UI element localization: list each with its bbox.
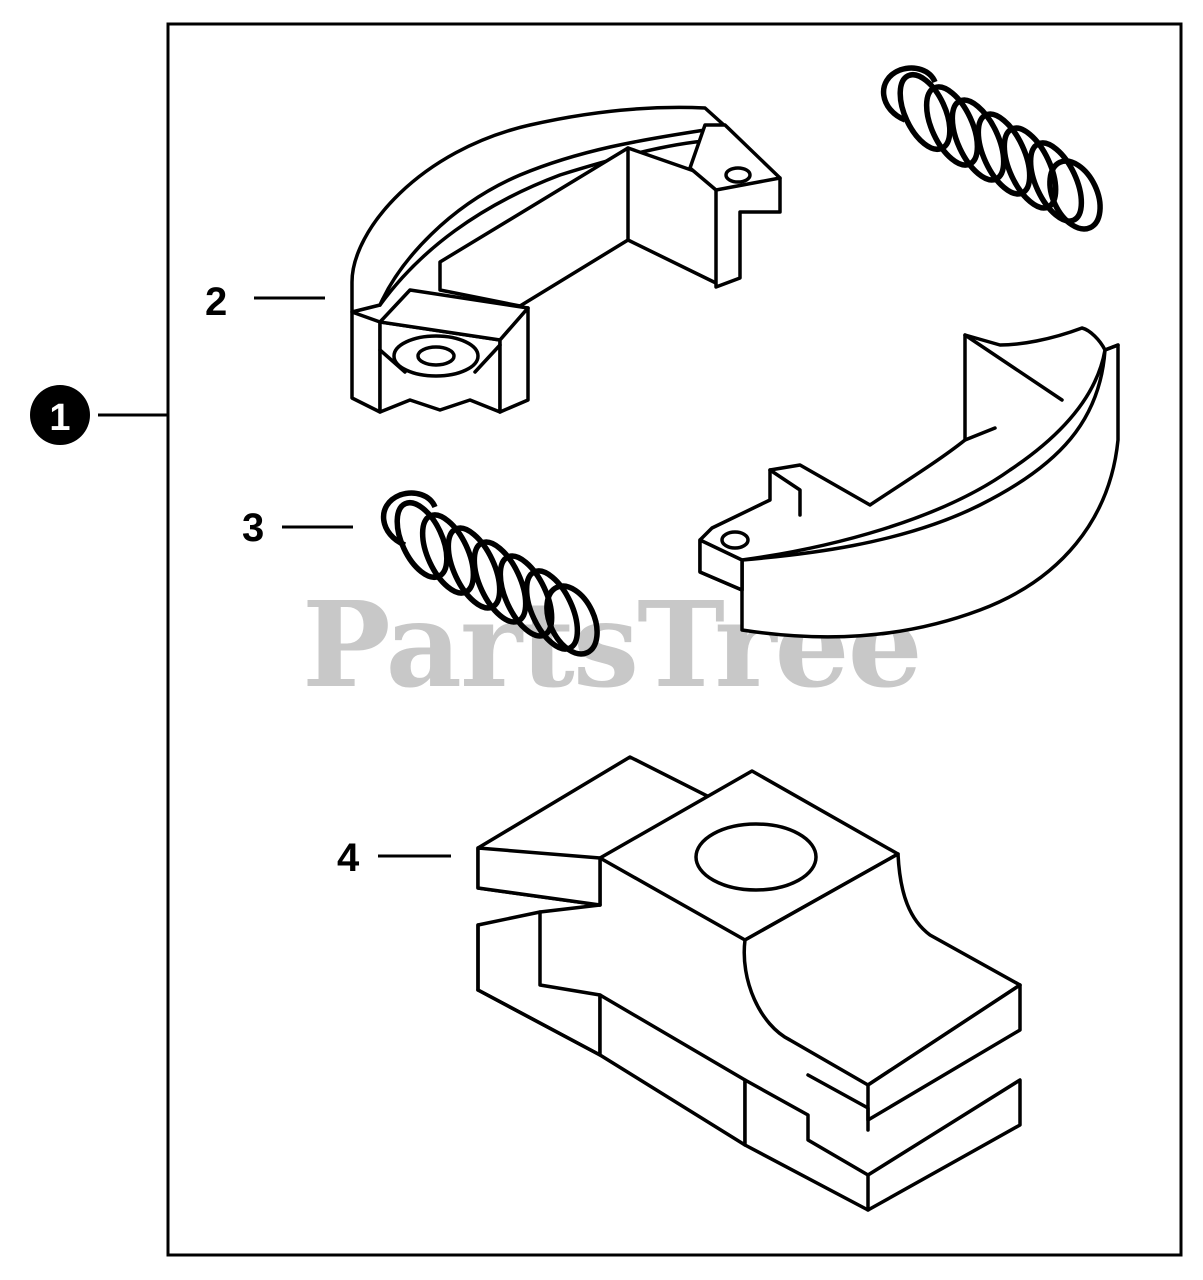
callout-2-number: 2 bbox=[205, 280, 227, 324]
hub-item-4 bbox=[476, 755, 1022, 1212]
spring-upper bbox=[881, 65, 1103, 232]
callout-4-number: 4 bbox=[337, 836, 360, 880]
callout-1-number: 1 bbox=[49, 397, 70, 439]
clutch-shoe-lower bbox=[698, 326, 1120, 639]
callout-3-number: 3 bbox=[242, 506, 264, 550]
clutch-shoe-upper bbox=[350, 105, 782, 414]
callout-2[interactable]: 2 bbox=[205, 280, 325, 324]
spring-item-3 bbox=[381, 490, 600, 657]
callout-1[interactable]: 1 bbox=[30, 385, 168, 445]
callout-3[interactable]: 3 bbox=[242, 506, 353, 550]
kit-frame bbox=[166, 22, 1183, 1257]
callout-4[interactable]: 4 bbox=[337, 836, 451, 880]
